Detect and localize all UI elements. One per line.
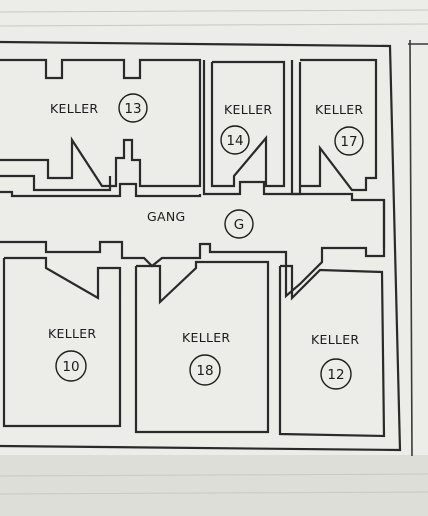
building-outline (0, 39, 428, 457)
room-number-ring (118, 93, 148, 123)
room-number-ring (220, 125, 250, 155)
room-label: KELLER (182, 330, 230, 345)
room-number: 12 (327, 367, 344, 383)
room-label: KELLER (315, 102, 363, 117)
room-number: 14 (226, 133, 243, 149)
room-number: 13 (124, 101, 141, 117)
room-label: KELLER (311, 332, 359, 347)
room-number: G (234, 217, 244, 233)
room-keller-10 (2, 256, 122, 428)
room-number-ring (189, 354, 221, 386)
label-keller-14: KELLER 14 (220, 102, 272, 155)
room-label: KELLER (48, 326, 96, 341)
room-label: KELLER (224, 102, 272, 117)
room-keller-12 (278, 264, 386, 438)
faint-grid (0, 9, 428, 495)
room-number-ring (55, 350, 87, 382)
label-gang: GANG G (147, 209, 254, 239)
room-keller-13 (0, 58, 202, 192)
room-label: GANG (147, 209, 185, 224)
paper-bottom-margin (0, 455, 428, 516)
label-keller-12: KELLER 12 (311, 332, 359, 390)
room-number-ring (320, 358, 352, 390)
room-number-ring (334, 126, 364, 156)
room-number: 17 (340, 134, 357, 150)
label-keller-10: KELLER 10 (48, 326, 96, 382)
label-keller-13: KELLER 13 (50, 93, 148, 123)
corridor-gang (0, 182, 386, 299)
room-label: KELLER (50, 101, 98, 116)
room-number: 18 (196, 363, 213, 379)
label-keller-17: KELLER 17 (315, 102, 364, 156)
room-number: 10 (62, 359, 79, 375)
room-number-ring (224, 209, 254, 239)
label-keller-18: KELLER 18 (182, 330, 230, 386)
room-keller-18 (134, 260, 270, 434)
